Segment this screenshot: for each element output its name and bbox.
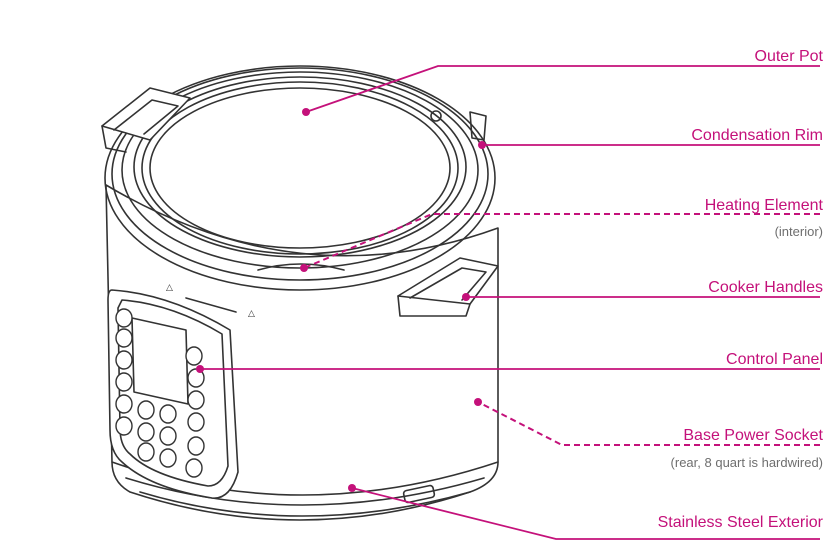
control-button [185,458,203,478]
control-button [115,372,133,392]
outer-rim [104,65,496,291]
control-button [115,394,133,414]
base-power-socket-pointer-dot [474,398,482,406]
outer-pot-pointer-dot [302,108,310,116]
control-button [137,422,155,442]
cooker-handles-pointer-dot [462,293,470,301]
stainless-steel-exterior-leader-line [351,487,820,540]
control-button [159,426,177,446]
condensation-rim-label: Condensation Rim [691,127,823,144]
control-button [115,416,133,436]
control-button [187,412,205,432]
control-buttons [115,308,205,478]
control-button [187,436,205,456]
cooker-handles-label: Cooker Handles [708,279,823,296]
heating-element-plate [257,263,345,271]
base-power-socket-note: (rear, 8 quart is hardwired) [670,455,823,470]
control-button [137,400,155,420]
power-socket-bump [402,484,436,504]
left-handle [101,87,191,141]
control-button [115,328,133,348]
control-button [115,350,133,370]
control-button [115,308,133,328]
inner-pot-opening [141,81,459,255]
svg-text:△: △ [248,309,255,319]
stainless-steel-exterior-label: Stainless Steel Exterior [657,514,823,531]
heating-element-note: (interior) [774,224,823,239]
control-button [185,346,203,366]
display-screen [131,317,189,405]
heating-element-leader-line [303,213,820,269]
cooker-base [111,461,499,521]
control-button [159,404,177,424]
base-power-socket-label: Base Power Socket [683,427,823,444]
stainless-steel-exterior-pointer-dot [348,484,356,492]
heating-element-label: Heating Element [704,197,823,214]
control-button [137,442,155,462]
condensation-rim-pointer-dot [478,141,486,149]
callout-leaders [196,65,820,540]
control-button [187,390,205,410]
heating-element-pointer-dot [300,264,308,272]
control-panel-pointer-dot [196,365,204,373]
outer-pot-leader-line [305,65,820,113]
control-button [159,448,177,468]
base-power-socket-leader-line [477,401,820,446]
svg-text:△: △ [166,283,173,293]
control-panel-label: Control Panel [726,351,823,368]
outer-pot-label: Outer Pot [754,48,823,65]
